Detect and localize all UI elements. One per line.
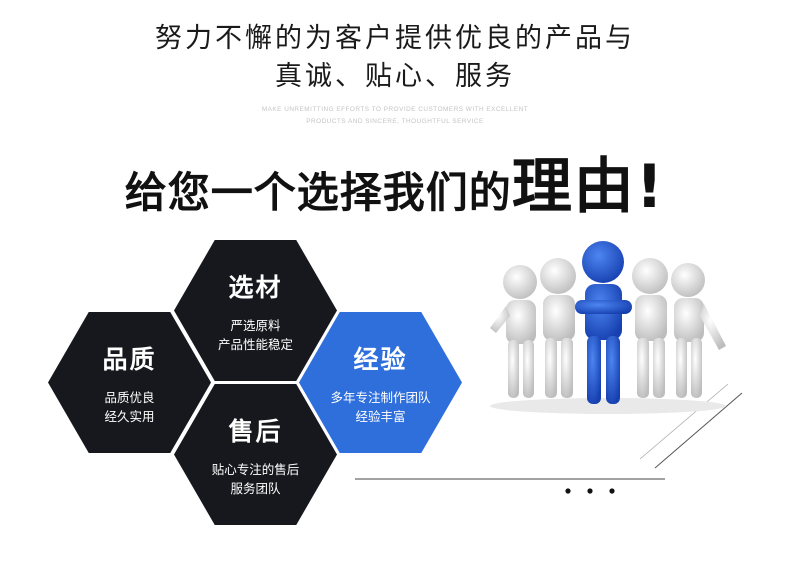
person-2 bbox=[540, 258, 576, 398]
hex-material-line-2: 产品性能稳定 bbox=[217, 336, 293, 352]
person-4 bbox=[632, 258, 668, 398]
team-leader-figure bbox=[575, 241, 632, 404]
floor-shadow bbox=[490, 398, 726, 414]
headline-line-1: 努力不懈的为客户提供优良的产品与 bbox=[155, 23, 635, 54]
english-tagline-line-1: MAKE UNREMITTING EFFORTS TO PROVIDE CUST… bbox=[261, 106, 529, 113]
headline-line-2: 真诚、贴心、服务 bbox=[275, 61, 515, 92]
reason-heading-text: 给您一个选择我们的 bbox=[124, 168, 512, 217]
person-1 bbox=[490, 265, 537, 398]
hex-aftersales-line-1: 贴心专注的售后 bbox=[211, 461, 300, 477]
person-5 bbox=[671, 263, 726, 398]
hex-quality: 品质 品质优良 经久实用 bbox=[48, 312, 211, 453]
hex-aftersales-title: 售后 bbox=[228, 416, 283, 446]
hex-experience-title: 经验 bbox=[353, 344, 408, 374]
english-tagline-line-2: PRODUCTS AND SINCERE, THOUGHTFUL SERVICE bbox=[306, 118, 484, 125]
hex-aftersales-line-2: 服务团队 bbox=[230, 480, 281, 496]
hex-quality-title: 品质 bbox=[102, 344, 157, 374]
hex-material-title: 选材 bbox=[228, 272, 283, 302]
hex-material-line-1: 严选原料 bbox=[230, 317, 281, 333]
team-people-illustration bbox=[490, 241, 726, 414]
hex-quality-line-2: 经久实用 bbox=[104, 408, 155, 424]
hex-experience-line-2: 经验丰富 bbox=[355, 408, 406, 424]
reason-heading: 给您一个选择我们的理由! bbox=[0, 138, 790, 225]
reason-heading-emphasis: 理由! bbox=[511, 152, 666, 222]
hex-quality-line-1: 品质优良 bbox=[104, 389, 155, 405]
hex-experience-line-1: 多年专注制作团队 bbox=[330, 389, 431, 405]
